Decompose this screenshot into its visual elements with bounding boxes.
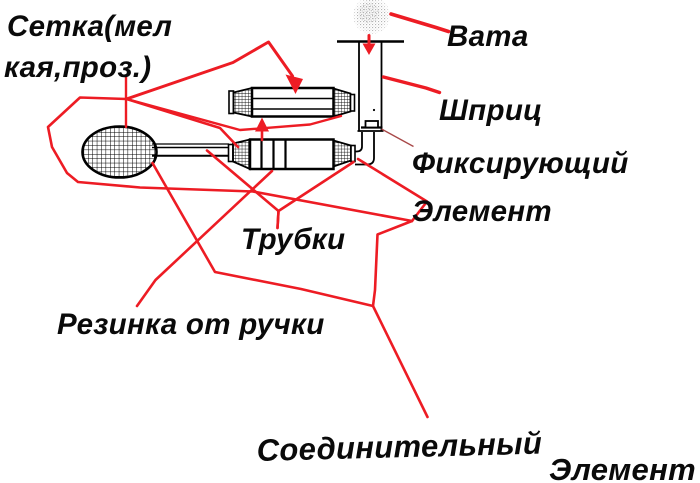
syringe-speck <box>372 108 376 112</box>
label-setka-line2: кая,проз.) <box>4 51 151 84</box>
arrowheads <box>255 43 376 132</box>
leader-shpric <box>381 75 442 95</box>
leader-setka-to-top-cylinder <box>125 40 294 101</box>
up-arrow-between-cylinders-icon <box>255 117 269 132</box>
label-shpric: Шприц <box>439 94 543 127</box>
top-cylinder-right-cap <box>349 93 356 112</box>
label-fixing-line1: Фиксирующий <box>412 147 629 180</box>
fixing-clamp <box>361 120 383 129</box>
leader-trubki-to-elbow <box>276 160 355 230</box>
leader-vata <box>389 12 451 34</box>
leader-soedinitelny-left-feeder <box>151 161 375 308</box>
top-cylinder <box>228 86 356 118</box>
top-cylinder-left-mesh-cone <box>232 86 253 118</box>
bottom-cylinder-right-cap <box>350 144 356 163</box>
leader-rezinka <box>135 169 274 308</box>
label-trubki: Трубки <box>241 223 345 256</box>
leader-setka-to-right-cone <box>125 97 343 132</box>
inlet-tube <box>152 143 229 157</box>
label-fixing-line2: Элемент <box>412 195 552 228</box>
label-vata: Вата <box>447 20 529 53</box>
top-cylinder-body <box>250 86 335 118</box>
label-soedinitelny-line2: Элемент <box>549 452 696 483</box>
leader-fixing-element <box>381 128 414 148</box>
cotton-ball-core <box>359 2 379 23</box>
top-cylinder-right-mesh-cone <box>332 87 352 118</box>
down-arrow-into-syringe-icon <box>362 43 376 55</box>
label-setka-line1: Сетка(мел <box>7 10 172 43</box>
labels: Сетка(мел кая,проз.) Вата Шприц Фиксирую… <box>4 10 696 483</box>
cotton-ball <box>353 0 390 34</box>
mesh-ellipse <box>81 125 158 179</box>
leader-lines <box>46 12 451 419</box>
elbow-inner-wall <box>355 132 363 153</box>
fixing-clamp-box <box>364 120 379 129</box>
bottom-cylinder <box>227 138 356 171</box>
leader-setka-loop <box>46 96 414 223</box>
syringe <box>337 40 404 132</box>
bottom-cylinder-right-mesh-cone <box>332 139 352 168</box>
apparatus <box>81 0 404 179</box>
leader-elbow-branch <box>356 157 429 223</box>
leader-soedinitelny <box>371 219 429 419</box>
label-rezinka: Резинка от ручки <box>57 308 325 341</box>
down-arrow-into-top-cylinder-icon <box>285 74 303 94</box>
bottom-cylinder-body <box>248 138 335 171</box>
label-soedinitelny-line1: Соединительный <box>256 426 542 468</box>
